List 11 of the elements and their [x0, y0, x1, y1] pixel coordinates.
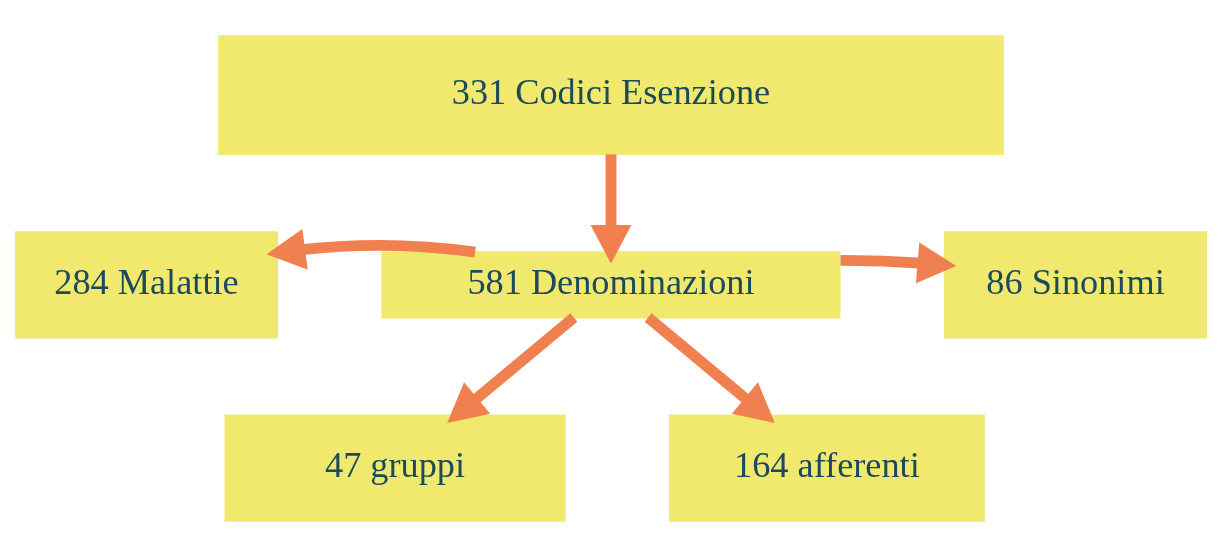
arrow: [447, 313, 578, 423]
node-box: 284 Malattie: [14, 231, 279, 339]
arrow: [266, 229, 476, 270]
node-box: 581 Denominazioni: [381, 251, 841, 319]
node-box: 164 afferenti: [669, 414, 985, 522]
arrow: [590, 154, 632, 264]
node-box: 47 gruppi: [224, 414, 566, 522]
node-box: 331 Codici Esenzione: [218, 35, 1004, 156]
arrow: [840, 242, 957, 284]
arrow: [644, 313, 775, 423]
node-box: 86 Sinonimi: [943, 231, 1208, 339]
